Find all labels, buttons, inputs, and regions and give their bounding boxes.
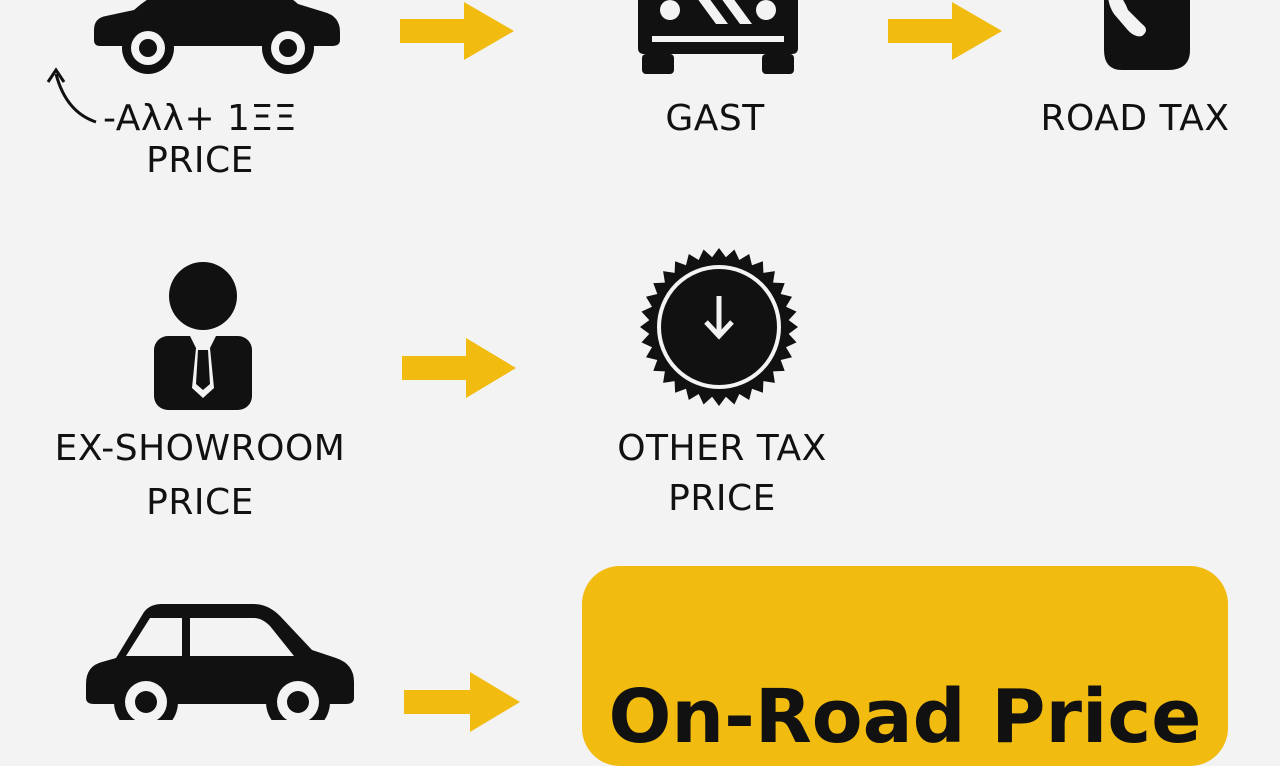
step-3-label: ROAD TAX [1012,96,1258,142]
step-2-label: GAST [610,96,820,142]
arrow-right-icon [402,338,516,398]
step-4-label: EX-SHOWROOM PRICE [40,426,360,526]
arrow-right-icon [888,2,1002,60]
step-3-label-line1: ROAD TAX [1040,98,1230,139]
car-front-icon [638,0,798,74]
person-tie-icon [154,262,252,410]
step-1-label-line2: PRICE [146,140,254,181]
arrow-right-icon [400,2,514,60]
arrow-right-icon [404,672,520,732]
step-4-label-line2: PRICE [146,482,254,523]
hand-icon [1104,0,1190,70]
step-1-label: -Aλλ+ 1ΞΞ PRICE [80,96,320,184]
step-1-label-line1: -Aλλ+ 1ΞΞ [103,98,297,139]
curved-arrow-icon [46,67,97,124]
step-5-label-line1: OTHER TAX [617,428,827,469]
step-2-label-line1: GAST [665,98,765,139]
hatchback-car-icon [86,604,354,720]
step-5-label: OTHER TAX PRICE [590,426,854,522]
badge-arrow-down-icon [640,248,798,406]
step-4-label-line1: EX-SHOWROOM [54,428,346,469]
step-5-label-line2: PRICE [668,478,776,519]
on-road-price-box: On-Road Price [582,566,1228,766]
car-side-icon [94,0,340,74]
on-road-price-label: On-Road Price [608,674,1202,760]
